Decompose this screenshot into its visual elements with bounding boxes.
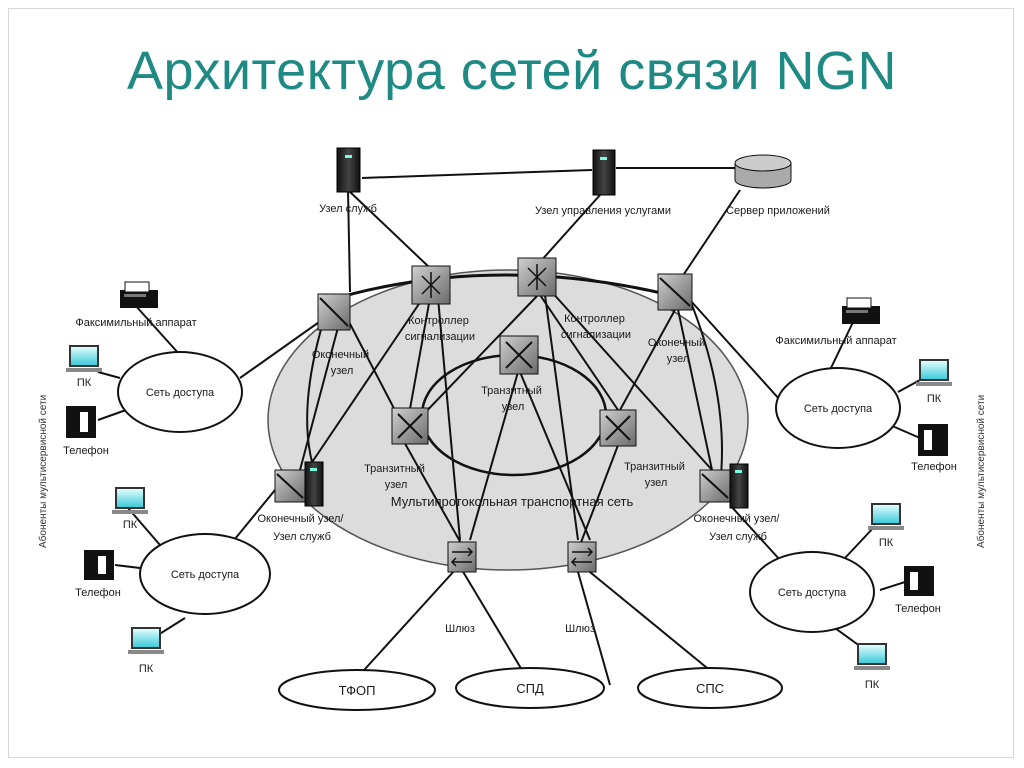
gateway-left-label: Шлюз bbox=[445, 623, 475, 635]
phone-right-bottom-label: Телефон bbox=[895, 603, 941, 615]
transit-node-left-label: Транзитный узел bbox=[364, 463, 428, 491]
pc-right-mid-label: ПК bbox=[879, 537, 894, 549]
fax-right-icon bbox=[842, 297, 880, 324]
pc-left-mid-icon bbox=[112, 487, 148, 514]
app-server-disk-icon bbox=[734, 154, 792, 189]
end-node-right-label: Оконечный узел bbox=[648, 337, 708, 365]
end-node-left-icon bbox=[317, 293, 351, 331]
transit-node-center-icon bbox=[499, 335, 539, 375]
slide-frame bbox=[8, 8, 1014, 758]
transport-network-label: Мультипротокольная транспортная сеть bbox=[391, 494, 634, 509]
access-network-left-top: Сеть доступа bbox=[117, 351, 243, 433]
sps-network: СПС bbox=[637, 667, 783, 709]
gateway-right-label: Шлюз bbox=[565, 623, 595, 635]
slide-title: Архитектура сетей связи NGN bbox=[126, 41, 898, 101]
pc-right-bottom-label: ПК bbox=[865, 679, 880, 691]
pc-left-top-label: ПК bbox=[77, 377, 92, 389]
signal-controller-right-icon bbox=[517, 257, 557, 297]
fax-left-icon bbox=[120, 281, 158, 308]
spd-network: СПД bbox=[455, 667, 605, 709]
service-mgmt-server-icon bbox=[592, 149, 616, 196]
signal-controller-right-label: Контроллер сигнализации bbox=[561, 313, 631, 341]
phone-right-top-icon bbox=[918, 424, 948, 456]
transit-node-center-label: Транзитный узел bbox=[481, 385, 545, 413]
signal-controller-left-icon bbox=[411, 265, 451, 305]
svg-text:Сеть доступа: Сеть доступа bbox=[778, 587, 847, 599]
phone-left-bottom-label: Телефон bbox=[75, 587, 121, 599]
end-node-left-label: Оконечный узел bbox=[312, 349, 372, 377]
phone-left-top-icon bbox=[66, 406, 96, 438]
end-service-node-left-icon bbox=[274, 461, 324, 507]
end-node-right-icon bbox=[657, 273, 693, 311]
access-network-left-bottom: Сеть доступа bbox=[139, 533, 271, 615]
app-server-label: Сервер приложений bbox=[726, 205, 830, 217]
svg-text:Сеть доступа: Сеть доступа bbox=[146, 387, 215, 399]
svg-text:СПД: СПД bbox=[516, 681, 544, 696]
connection-lines bbox=[97, 167, 921, 686]
gateway-left-icon bbox=[447, 541, 477, 573]
access-network-right-top: Сеть доступа bbox=[775, 367, 901, 449]
transit-node-right-label: Транзитный узел bbox=[624, 461, 688, 489]
fax-left-label: Факсимильный аппарат bbox=[75, 317, 196, 329]
pc-right-top-label: ПК bbox=[927, 393, 942, 405]
svg-text:СПС: СПС bbox=[696, 681, 724, 696]
subscribers-right-label: Абоненты мультисервисной сети bbox=[975, 395, 987, 548]
svg-text:ТФОП: ТФОП bbox=[339, 683, 376, 698]
phone-left-top-label: Телефон bbox=[63, 445, 109, 457]
transport-ring-top bbox=[329, 273, 691, 302]
gateway-right-icon bbox=[567, 541, 597, 573]
pc-left-mid-label: ПК bbox=[123, 519, 138, 531]
subscribers-left-label: Абоненты мультисервисной сети bbox=[37, 395, 49, 548]
transport-ring-right bbox=[689, 299, 723, 486]
phone-right-bottom-icon bbox=[904, 566, 934, 596]
fax-right-label: Факсимильный аппарат bbox=[775, 335, 896, 347]
svg-text:Сеть доступа: Сеть доступа bbox=[171, 569, 240, 581]
service-node-label: Узел служб bbox=[319, 203, 377, 215]
transit-node-left-icon bbox=[391, 407, 429, 445]
pc-right-mid-icon bbox=[868, 503, 904, 530]
signal-controller-left-label: Контроллер сигнализации bbox=[405, 315, 475, 343]
pc-right-bottom-icon bbox=[854, 643, 890, 670]
transport-network-outer bbox=[267, 269, 749, 571]
end-service-node-right-label: Оконечный узел/ Узел служб bbox=[693, 513, 782, 543]
transit-node-right-icon bbox=[599, 409, 637, 447]
service-node-server-icon bbox=[336, 147, 361, 193]
phone-left-bottom-icon bbox=[84, 550, 114, 580]
phone-right-top-label: Телефон bbox=[911, 461, 957, 473]
tfop-network: ТФОП bbox=[278, 669, 436, 711]
access-network-right-bottom: Сеть доступа bbox=[749, 551, 875, 633]
end-service-node-left-label: Оконечный узел/ Узел служб bbox=[257, 513, 346, 543]
end-service-node-right-icon bbox=[699, 463, 749, 509]
pc-left-top-icon bbox=[66, 345, 102, 372]
svg-text:Сеть доступа: Сеть доступа bbox=[804, 403, 873, 415]
pc-right-top-icon bbox=[916, 359, 952, 386]
pc-left-bottom-icon bbox=[128, 627, 164, 654]
pc-left-bottom-label: ПК bbox=[139, 663, 154, 675]
service-mgmt-label: Узел управления услугами bbox=[535, 205, 671, 217]
